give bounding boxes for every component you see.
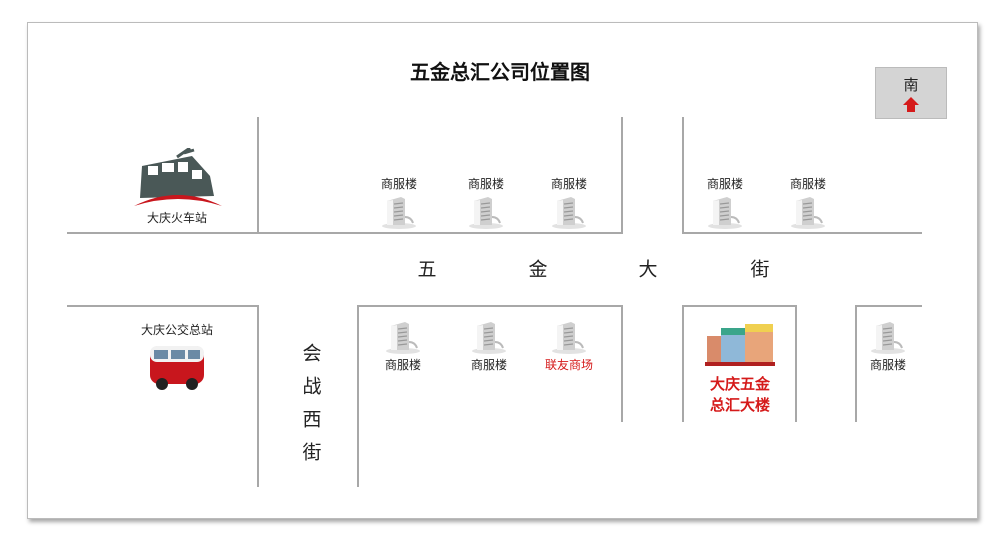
road-edge (855, 305, 922, 307)
building-icon (381, 195, 417, 229)
road-edge (257, 117, 259, 234)
wujin-building-label: 大庆五金 总汇大楼 (683, 374, 797, 416)
train-icon (134, 148, 222, 206)
road-edge (682, 232, 922, 234)
road-edge (682, 305, 797, 307)
bus-icon (150, 346, 204, 390)
road-edge (682, 117, 684, 234)
street-main-char: 大 (638, 258, 658, 281)
building-label: 商服楼 (706, 177, 743, 191)
train-station-label: 大庆火车站 (146, 211, 207, 225)
street-main-char: 五 (417, 258, 437, 281)
wujin-building-photo (705, 324, 775, 366)
building-icon (870, 320, 906, 354)
map-title: 五金总汇公司位置图 (410, 60, 590, 84)
building-icon (385, 320, 421, 354)
road-edge (357, 305, 623, 307)
street-main-char: 金 (528, 258, 548, 281)
road-edge (67, 232, 259, 234)
map-frame (27, 22, 978, 519)
road-edge (67, 305, 259, 307)
bus-station-label: 大庆公交总站 (140, 323, 213, 337)
building-icon (707, 195, 743, 229)
building-label: 商服楼 (869, 358, 906, 372)
wujin-line1: 大庆五金 (709, 375, 770, 393)
road-edge (257, 232, 623, 234)
building-icon (790, 195, 826, 229)
street-main-char: 街 (750, 258, 770, 281)
building-label: 商服楼 (550, 177, 587, 191)
compass-south: 南 (875, 67, 947, 119)
road-edge (257, 305, 259, 487)
wujin-line2: 总汇大楼 (709, 396, 770, 414)
building-label: 商服楼 (789, 177, 826, 191)
road-edge (621, 305, 623, 422)
street-side-char: 街 (302, 441, 322, 464)
road-edge (855, 305, 857, 422)
road-edge (795, 305, 797, 422)
building-label: 商服楼 (467, 177, 504, 191)
road-edge (682, 305, 684, 422)
road-edge (357, 305, 359, 487)
building-label: 联友商场 (544, 358, 593, 372)
building-icon (471, 320, 507, 354)
street-side-char: 战 (302, 375, 322, 398)
building-icon (468, 195, 504, 229)
building-label: 商服楼 (470, 358, 507, 372)
compass-label: 南 (903, 76, 919, 94)
arrow-up-icon (903, 97, 919, 112)
building-icon (551, 320, 587, 354)
building-label: 商服楼 (384, 358, 421, 372)
street-side-char: 西 (302, 408, 322, 431)
road-edge (621, 117, 623, 234)
building-icon (551, 195, 587, 229)
street-side-char: 会 (302, 342, 322, 365)
building-label: 商服楼 (380, 177, 417, 191)
